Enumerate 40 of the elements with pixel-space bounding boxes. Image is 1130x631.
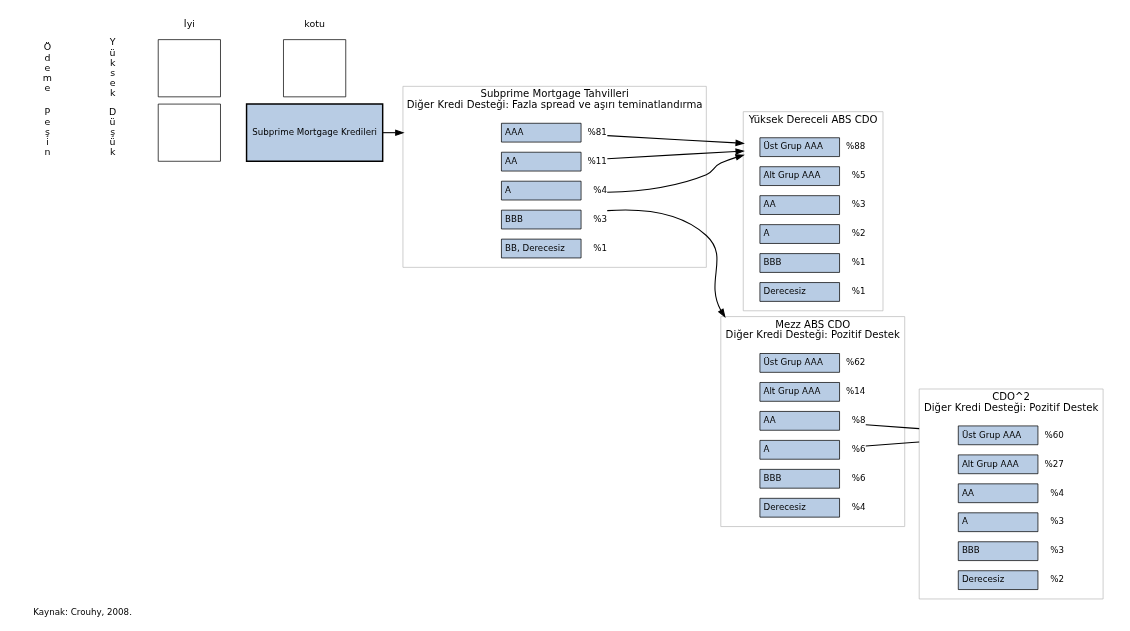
node-label: %8 (851, 415, 866, 426)
node-label: %3 (851, 199, 866, 210)
node-label: %2 (1049, 574, 1064, 585)
label: Ödeme (42, 41, 52, 93)
node-label: %4 (1049, 487, 1064, 498)
label: Peşin (43, 105, 50, 158)
node-label: %2 (851, 228, 866, 239)
node-label: %6 (851, 473, 866, 484)
node-label: %14 (845, 386, 865, 397)
node-label: %1 (851, 257, 866, 268)
node-label: %1 (592, 242, 607, 253)
node-label: %3 (592, 213, 607, 224)
label: kotu (303, 17, 325, 29)
node-label: %3 (1049, 545, 1064, 556)
arrow (606, 135, 745, 147)
arrow (606, 148, 745, 160)
connector (864, 441, 920, 447)
node-label: %1 (851, 286, 866, 297)
node-box (157, 103, 221, 162)
arrow (606, 209, 726, 318)
arrow (606, 154, 745, 193)
caption: Kaynak: Crouhy, 2008. (32, 606, 132, 617)
node-label: %81 (587, 126, 607, 137)
label: Yüksek (109, 36, 116, 99)
node-box (157, 39, 221, 98)
node-label: %11 (587, 155, 607, 166)
node-label: %62 (845, 357, 865, 368)
node-label: %6 (851, 444, 866, 455)
node-label: %5 (851, 170, 866, 181)
node-label: %4 (592, 184, 607, 195)
node-label: %88 (845, 141, 865, 152)
node-label: %27 (1043, 458, 1064, 469)
label: İyi (183, 17, 195, 29)
connector (864, 424, 920, 430)
node-label: %3 (1049, 516, 1064, 527)
node-box: Subprime Mortgage Kredileri (245, 103, 383, 162)
node-label: %4 (851, 501, 866, 512)
label: Düşük (108, 105, 116, 158)
node-label: %60 (1043, 429, 1064, 440)
node-box (282, 39, 346, 98)
